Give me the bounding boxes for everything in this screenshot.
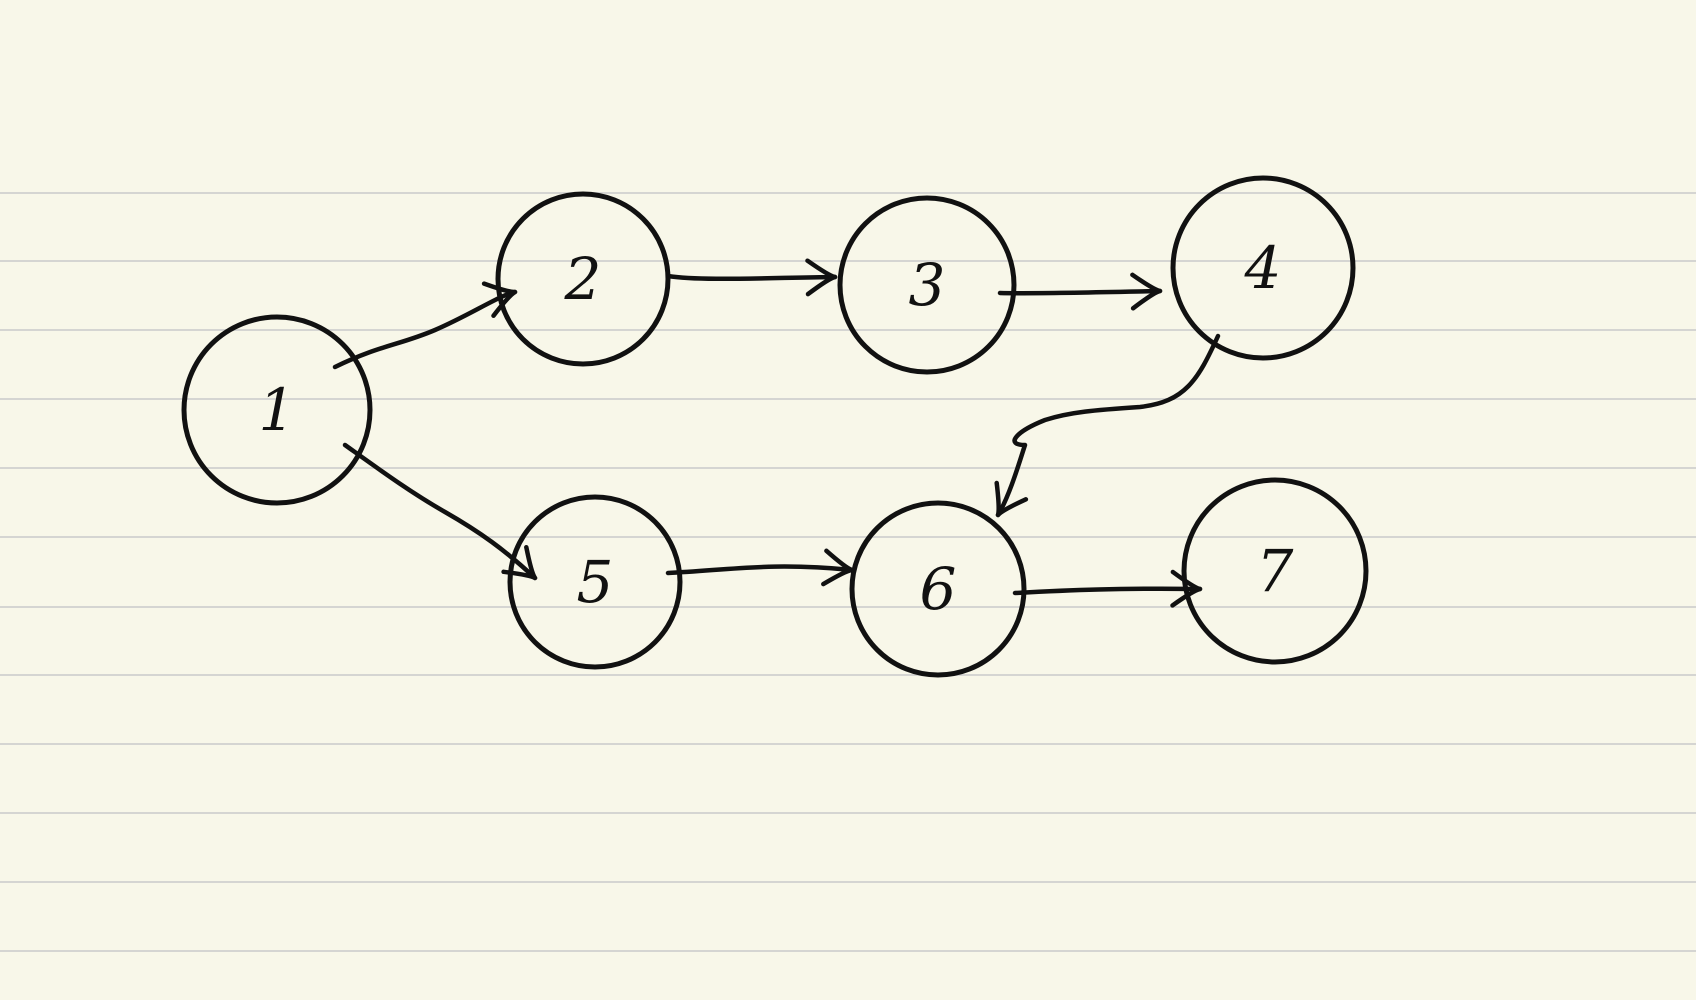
node-3: 3 bbox=[837, 195, 1017, 375]
edge-2-3 bbox=[665, 258, 838, 297]
node-circle-6 bbox=[849, 500, 1027, 678]
edge-line-1-2 bbox=[332, 289, 518, 370]
edge-line-4-6 bbox=[995, 333, 1221, 518]
edge-line-2-3 bbox=[665, 273, 838, 282]
node-label-7: 7 bbox=[1257, 537, 1294, 605]
arrowhead-3-4 bbox=[1130, 272, 1163, 311]
edge-line-5-6 bbox=[665, 564, 855, 576]
node-6: 6 bbox=[849, 500, 1027, 678]
node-circle-5 bbox=[507, 494, 683, 670]
graph-edges bbox=[332, 258, 1221, 608]
node-1: 1 bbox=[181, 314, 373, 506]
node-label-1: 1 bbox=[259, 376, 296, 444]
node-circle-3 bbox=[837, 195, 1017, 375]
node-7: 7 bbox=[1181, 477, 1369, 665]
node-label-6: 6 bbox=[920, 555, 957, 623]
edge-5-6 bbox=[665, 548, 855, 587]
node-circle-1 bbox=[181, 314, 373, 506]
graph-nodes: 1 2 3 4 5 6 7 bbox=[181, 175, 1369, 678]
edge-line-3-4 bbox=[997, 288, 1163, 296]
edge-line-6-7 bbox=[1012, 586, 1203, 596]
node-circle-2 bbox=[495, 191, 671, 367]
arrowhead-4-6 bbox=[994, 480, 1029, 518]
node-2: 2 bbox=[495, 191, 671, 367]
node-circle-4 bbox=[1170, 175, 1356, 361]
node-label-2: 2 bbox=[564, 245, 602, 313]
arrowhead-2-3 bbox=[805, 258, 838, 297]
edge-1-2 bbox=[332, 281, 518, 370]
edge-1-5 bbox=[342, 442, 538, 581]
node-label-3: 3 bbox=[909, 251, 946, 319]
arrowhead-1-5 bbox=[501, 544, 538, 581]
node-4: 4 bbox=[1170, 175, 1356, 361]
edge-6-7 bbox=[1012, 569, 1203, 608]
edge-4-6 bbox=[994, 333, 1221, 518]
paper-rule-lines bbox=[0, 192, 1696, 952]
node-label-5: 5 bbox=[577, 548, 614, 616]
node-label-4: 4 bbox=[1244, 234, 1282, 302]
node-5: 5 bbox=[507, 494, 683, 670]
edge-line-1-5 bbox=[342, 442, 538, 581]
node-circle-7 bbox=[1181, 477, 1369, 665]
edge-3-4 bbox=[997, 272, 1163, 311]
